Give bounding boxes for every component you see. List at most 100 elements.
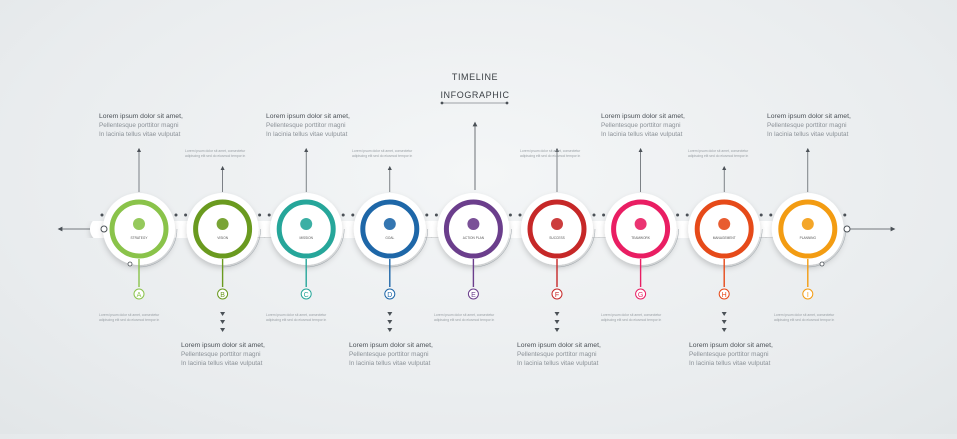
step-side-dot [351,213,355,217]
text-block-line: In lacinia tellus vitae vulputat [99,131,181,138]
small-text-line: adipiscing elit sed do eiusmod tempor in [434,318,495,322]
small-text-top-2: Lorem ipsum dolor sit amet, consectetur … [352,149,412,159]
text-block-line: In lacinia tellus vitae vulputat [349,360,431,367]
step-letter: F [555,292,559,299]
flag-icon [383,218,396,230]
step-side-dot [685,213,689,217]
step-ring [694,199,754,259]
text-block-line: Pellentesque porttitor magni [181,351,261,358]
down-triangle [387,312,393,316]
text-block-bottom-1: Lorem ipsum dolor sit amet, Pellentesque… [181,341,265,368]
small-text-line: Lorem ipsum dolor sit amet, consectetur [352,149,413,153]
down-triangle [554,320,560,324]
small-text-line: adipiscing elit sed do eiusmod tempor in [185,154,246,158]
step-side-dot [100,213,104,217]
small-text-line: adipiscing elit sed do eiusmod tempor in [352,154,413,158]
step-side-dot [425,213,429,217]
step-side-dot [434,213,438,217]
step-side-dot [341,213,345,217]
text-block-heading: Lorem ipsum dolor sit amet, [517,342,601,349]
small-text-bottom-2: Lorem ipsum dolor sit amet, consectetur … [266,313,326,323]
step-letter-circle [133,288,145,300]
small-text-line: adipiscing elit sed do eiusmod tempor in [601,318,662,322]
title-rule-dot [440,101,444,105]
down-triangle [554,328,560,332]
step-letter-circle [467,288,479,300]
text-block-line: Pellentesque porttitor magni [601,122,681,129]
step-ring [360,199,420,259]
step-letter-circle [300,288,312,300]
step-ring [778,199,838,259]
step-ring [193,199,253,259]
small-text-line: Lorem ipsum dolor sit amet, consectetur [185,149,246,153]
small-text-line: adipiscing elit sed do eiusmod tempor in [266,318,327,322]
small-text-line: adipiscing elit sed do eiusmod tempor in [99,318,160,322]
step-label: GOAL [385,236,394,240]
step-letter: A [137,292,142,299]
title-block: TIMELINE INFOGRAPHIC [420,72,530,100]
text-block-heading: Lorem ipsum dolor sit amet, [266,113,350,120]
step-letter: E [471,292,476,299]
small-text-top-3: Lorem ipsum dolor sit amet, consectetur … [520,149,580,159]
step-side-dot [592,213,596,217]
text-block-line: Pellentesque porttitor magni [767,122,847,129]
text-block-heading: Lorem ipsum dolor sit amet, [689,342,773,349]
step-side-dot [676,213,680,217]
down-triangle [721,328,727,332]
arc-end-dot [819,261,825,267]
axis-end-dot-right [843,225,851,233]
down-triangle [554,312,560,316]
text-block-top-4: Lorem ipsum dolor sit amet, Pellentesque… [767,112,851,139]
text-block-line: Pellentesque porttitor magni [99,122,179,129]
small-text-bottom-4: Lorem ipsum dolor sit amet, consectetur … [601,313,661,323]
small-text-line: Lorem ipsum dolor sit amet, consectetur [434,313,495,317]
step-letter: G [638,292,643,299]
step-ring [527,199,587,259]
text-block-bottom-2: Lorem ipsum dolor sit amet, Pellentesque… [349,341,433,368]
step-letter: C [304,292,309,299]
step-label: MANAGEMENT [713,236,736,240]
trophy-person-icon [551,218,563,230]
text-block-line: In lacinia tellus vitae vulputat [266,131,348,138]
step-side-dot [843,213,847,217]
text-block-line: In lacinia tellus vitae vulputat [601,131,683,138]
text-block-bottom-3: Lorem ipsum dolor sit amet, Pellentesque… [517,341,601,368]
step-label: VISION [217,236,229,240]
text-block-line: In lacinia tellus vitae vulputat [181,360,263,367]
title-line-2: INFOGRAPHIC [440,90,510,100]
step-letter: I [807,292,809,299]
small-text-line: Lorem ipsum dolor sit amet, consectetur [688,149,749,153]
down-triangle [721,320,727,324]
step-letter-circle [551,288,563,300]
step-ring [109,199,169,259]
small-text-top-1: Lorem ipsum dolor sit amet, consectetur … [185,149,245,159]
people-icon [634,218,647,230]
step-label: PLANNING [800,236,817,240]
step-side-dot [184,213,188,217]
text-block-heading: Lorem ipsum dolor sit amet, [601,113,685,120]
step-letter-circle [217,288,229,300]
step-ring [443,199,503,259]
step-label: TEAMWORK [631,236,651,240]
arc-end-dot [127,261,133,267]
mountain-flag-icon [300,218,313,230]
down-triangle [220,320,226,324]
small-text-line: Lorem ipsum dolor sit amet, consectetur [266,313,327,317]
step-side-dot [174,213,178,217]
step-letter-circle [718,288,730,300]
small-text-line: Lorem ipsum dolor sit amet, consectetur [520,149,581,153]
step-side-dot [518,213,522,217]
text-block-bottom-4: Lorem ipsum dolor sit amet, Pellentesque… [689,341,773,368]
small-text-top-4: Lorem ipsum dolor sit amet, consectetur … [688,149,748,159]
text-block-line: Pellentesque porttitor magni [517,351,597,358]
gear-head-icon [718,218,731,230]
text-block-heading: Lorem ipsum dolor sit amet, [767,113,851,120]
text-block-heading: Lorem ipsum dolor sit amet, [99,113,183,120]
step-ring [611,199,671,259]
text-block-line: Pellentesque porttitor magni [349,351,429,358]
step-label: MISSION [299,236,313,240]
step-label: ACTION PLAN [463,236,485,240]
step-letter: H [722,292,727,299]
